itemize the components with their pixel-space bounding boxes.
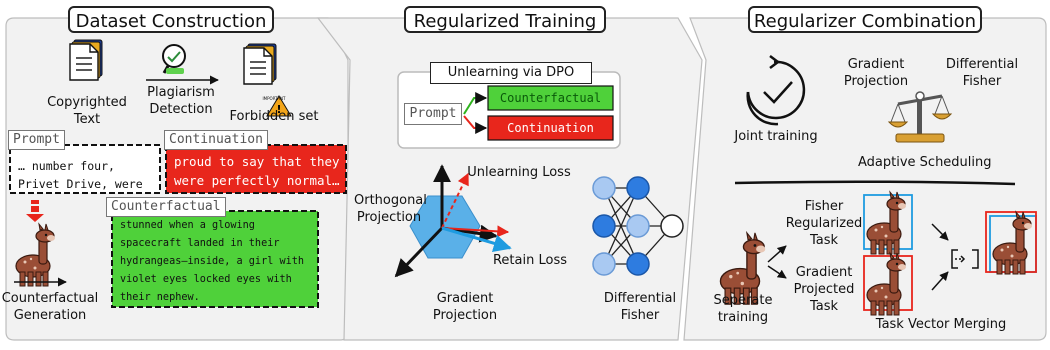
warning-icon: ! bbox=[266, 95, 292, 117]
prompt-box bbox=[9, 144, 161, 194]
magnifier-icon bbox=[162, 44, 186, 74]
axis-left-down bbox=[394, 226, 444, 278]
scale-icon bbox=[887, 91, 953, 143]
important-label: IMPORTANT bbox=[262, 96, 286, 101]
prompt-tag: Prompt bbox=[8, 130, 65, 150]
branch-down-arrow bbox=[767, 265, 787, 279]
svg-text:!: ! bbox=[276, 103, 281, 116]
merge-arrow-top bbox=[931, 223, 949, 241]
counterfactual-text: stunned when a glowing spacecraft landed… bbox=[120, 220, 305, 303]
dpo-counterfactual-label: Counterfactual bbox=[499, 91, 602, 105]
merge-icon bbox=[951, 249, 979, 269]
dpo-prompt: Prompt bbox=[404, 103, 462, 125]
dataset-construction-title: Dataset Construction bbox=[68, 6, 274, 33]
dpo-continuation-label: Continuation bbox=[507, 121, 594, 135]
prompt-text: … number four,Privet Drive, were bbox=[18, 159, 143, 191]
forbidden-set-label: Forbidden set bbox=[229, 109, 319, 124]
dpo-continuation-box bbox=[487, 115, 614, 141]
projection-arrow bbox=[441, 225, 510, 238]
branch-up-arrow bbox=[767, 245, 787, 263]
dpo-arrow-red bbox=[463, 115, 488, 134]
copyrighted-text-icon bbox=[69, 39, 103, 81]
counterfactual-tag: Counterfactual bbox=[106, 197, 226, 217]
dpo-counterfactual-box bbox=[487, 85, 614, 111]
forbidden-set-icon bbox=[243, 43, 277, 85]
dpo-arrow-green bbox=[463, 92, 488, 115]
unlearning-loss-arrow bbox=[441, 172, 469, 229]
neural-network-icon bbox=[592, 176, 684, 276]
merge-arrow-bottom bbox=[931, 271, 949, 291]
dpo-title: Unlearning via DPO bbox=[430, 62, 592, 84]
regularizer-combination-title: Regularizer Combination bbox=[748, 6, 982, 33]
task-vector-merging-label: Task Vector Merging bbox=[875, 317, 1007, 332]
retain-loss-label: Retain Loss bbox=[492, 253, 567, 268]
joint-training-label: Joint training bbox=[734, 129, 818, 144]
retain-loss-arrow bbox=[441, 226, 512, 253]
refresh-check-icon bbox=[746, 55, 806, 126]
merged-frame-red bbox=[985, 211, 1037, 273]
unlearning-loss-label: Unlearning Loss bbox=[467, 165, 571, 180]
down-arrow-icon bbox=[26, 200, 44, 222]
regularized-training-title: Regularized Training bbox=[404, 6, 606, 33]
divider bbox=[734, 180, 1016, 186]
continuation-tag: Continuation bbox=[164, 130, 268, 150]
adaptive-scheduling-label: Adaptive Scheduling bbox=[858, 155, 992, 170]
